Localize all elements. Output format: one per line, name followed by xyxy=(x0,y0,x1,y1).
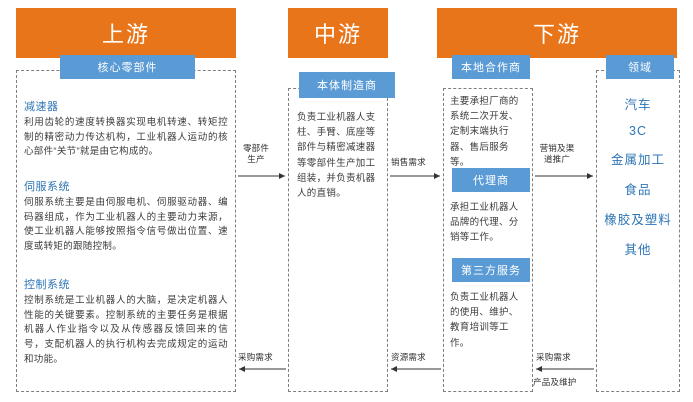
flow-label-resource-demand: 资源需求 xyxy=(391,352,426,362)
chip-fields[interactable]: 领域 xyxy=(606,55,674,79)
banner-downstream: 下游 xyxy=(437,8,677,58)
flow-label-purchase-demand-fields: 采购需求 xyxy=(536,352,571,362)
upstream-block-servo-title: 伺服系统 xyxy=(24,181,70,193)
flow-label-parts-production-line1: 零部件 xyxy=(242,143,270,153)
flow-label-purchase-demand-upstream: 采购需求 xyxy=(238,352,273,362)
chip-third-party-service-label: 第三方服务 xyxy=(461,265,521,277)
upstream-block-servo: 伺服系统 伺服系统主要是由伺服电机、伺服驱动器、编码器组成，作为工业机器人的主要… xyxy=(24,178,228,255)
flow-label-marketing-line1: 营销及渠 xyxy=(539,143,575,153)
chip-body-manufacturer[interactable]: 本体制造商 xyxy=(299,72,395,98)
chip-fields-label: 领域 xyxy=(628,62,652,74)
upstream-block-reducer: 减速器 利用齿轮的速度转换器实现电机转速、转矩控制的精密动力传达机构，工业机器人… xyxy=(24,98,228,160)
upstream-block-reducer-body: 利用齿轮的速度转换器实现电机转速、转矩控制的精密动力传达机构，工业机器人运动的核… xyxy=(24,117,228,158)
field-item-automotive[interactable]: 汽车 xyxy=(624,98,652,112)
banner-midstream: 中游 xyxy=(288,8,388,58)
field-item-other[interactable]: 其他 xyxy=(624,243,652,257)
downstream-intro-body: 主要承担厂商的系统二次开发、定制末端执行器、售后服务等。 xyxy=(450,96,519,168)
flow-label-parts-production: 零部件 生产 xyxy=(239,143,273,165)
column-downstream-partner xyxy=(443,88,533,392)
field-item-metal-processing[interactable]: 金属加工 xyxy=(610,153,665,167)
banner-midstream-label: 中游 xyxy=(313,22,362,47)
upstream-block-reducer-title: 减速器 xyxy=(24,101,59,113)
fields-list: 汽车 3C 金属加工 食品 橡胶及塑料 其他 xyxy=(596,94,680,258)
downstream-third-party-body: 负责工业机器人的使用、维护、教育培训等工作。 xyxy=(450,292,519,349)
upstream-block-servo-body: 伺服系统主要是由伺服电机、伺服驱动器、编码器组成，作为工业机器人的主要动力来源，… xyxy=(24,197,228,253)
banner-upstream-label: 上游 xyxy=(101,22,150,47)
flow-label-sales-demand: 销售需求 xyxy=(391,157,426,167)
flow-label-product-maintenance: 产品及维护 xyxy=(533,377,577,387)
flow-label-marketing-line2: 道推广 xyxy=(543,154,571,165)
banner-upstream: 上游 xyxy=(16,8,236,58)
chip-core-components[interactable]: 核心零部件 xyxy=(60,55,195,79)
field-item-food[interactable]: 食品 xyxy=(624,183,652,197)
field-item-rubber-plastics[interactable]: 橡胶及塑料 xyxy=(604,213,672,227)
chip-local-partner-label: 本地合作商 xyxy=(461,62,521,74)
flow-label-parts-production-line2: 生产 xyxy=(247,154,265,165)
field-item-3c[interactable]: 3C xyxy=(629,124,647,138)
midstream-body: 负责工业机器人支柱、手臂、底座等部件与精密减速器等零部件生产加工组装，并负责机器… xyxy=(297,112,376,199)
chip-third-party-service[interactable]: 第三方服务 xyxy=(452,258,530,282)
chip-agent-label: 代理商 xyxy=(473,175,509,187)
upstream-block-control-title: 控制系统 xyxy=(24,279,70,291)
flow-label-marketing-channel: 营销及渠 道推广 xyxy=(537,143,577,165)
upstream-block-control: 控制系统 控制系统是工业机器人的大脑，是决定机器人性能的关键要素。控制系统的主要… xyxy=(24,276,228,368)
chip-local-partner[interactable]: 本地合作商 xyxy=(452,55,530,79)
chip-core-components-label: 核心零部件 xyxy=(97,62,158,74)
chip-agent[interactable]: 代理商 xyxy=(452,168,530,192)
chip-body-manufacturer-label: 本体制造商 xyxy=(317,80,377,92)
upstream-block-control-body: 控制系统是工业机器人的大脑，是决定机器人性能的关键要素。控制系统的主要任务是根据… xyxy=(24,295,228,365)
downstream-agent-body: 承担工业机器人品牌的代理、分销等工作。 xyxy=(450,202,519,244)
banner-downstream-label: 下游 xyxy=(532,22,581,47)
